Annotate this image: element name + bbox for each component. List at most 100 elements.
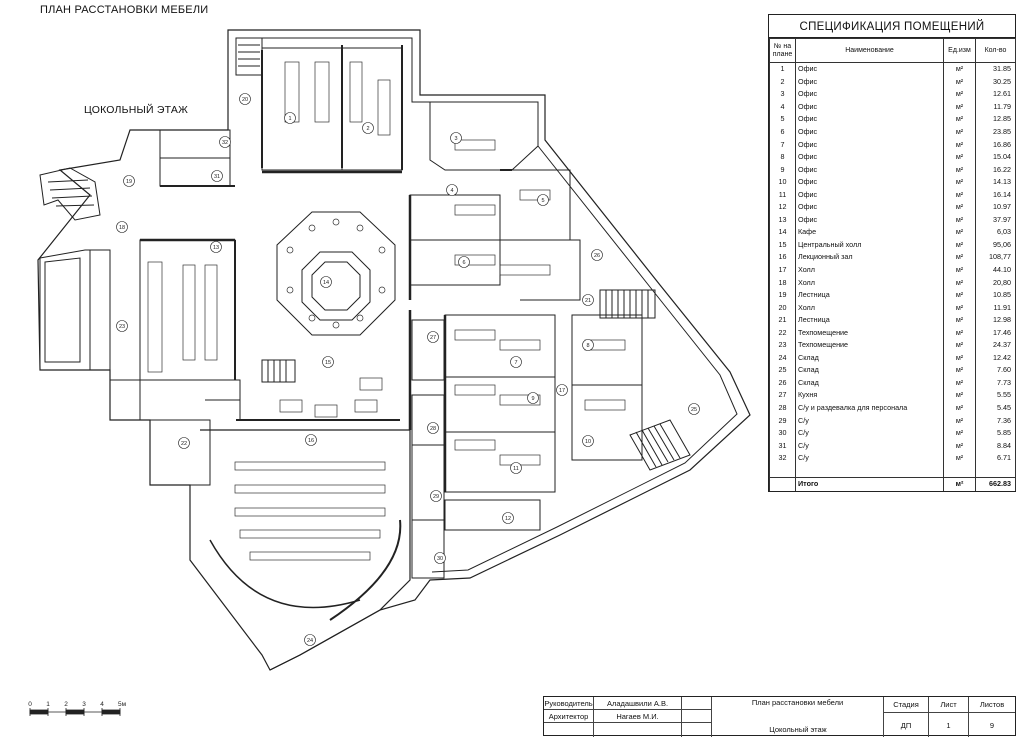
spec-unit: м² [943,288,976,302]
spec-qty: 12.85 [975,113,1016,126]
room-number: 14 [323,280,329,286]
spec-unit: м² [943,313,976,327]
room-marker [582,294,594,306]
spec-qty: 11.79 [975,100,1016,114]
spec-name: Офис [795,163,944,176]
room-marker [591,249,603,261]
sign-1 [682,697,712,710]
spec-qty: 5.55 [975,389,1016,402]
room-10-walls [571,384,643,461]
spec-unit: м² [943,339,976,352]
room-marker [305,434,317,446]
room-1-walls [261,47,343,171]
room-number: 8 [586,343,589,349]
spec-unit: м² [943,414,976,427]
spec-qty-total: 662.83 [975,477,1016,491]
spec-qty: 8.84 [975,439,1016,452]
spec-number: 7 [769,138,796,151]
room-2-walls [341,47,403,171]
spec-name: Офис [795,150,944,164]
spec-unit: м² [943,213,976,227]
spec-name: Техпомещение [795,339,944,352]
spec-number: 12 [769,201,796,214]
spec-number: 15 [769,238,796,252]
room-number: 11 [513,466,519,472]
spec-qty: 30.25 [975,75,1016,89]
room-marker [450,132,462,144]
spec-unit: м² [943,238,976,252]
room-22-walls [150,419,211,486]
spec-unit: м² [943,451,976,465]
room-29-walls [411,444,445,521]
room-marker [362,122,374,134]
outer-wall [37,29,751,671]
room-number: 26 [594,253,600,259]
spec-number: 9 [769,163,796,176]
lecture-seats [234,461,386,561]
room-number: 15 [325,360,331,366]
room-marker [688,403,700,415]
name-1: Аладашвили А.В. [594,697,682,710]
room-marker [284,112,296,124]
spec-number: 3 [769,88,796,101]
spec-name: С/у [795,414,944,427]
spec-number: 32 [769,451,796,465]
spec-qty: 23.85 [975,125,1016,139]
spec-name: С/у [795,439,944,452]
spec-qty: 12.98 [975,313,1016,327]
header-qty: Кол-во [975,38,1016,63]
spec-name: Лекционный зал [795,251,944,264]
spec-qty: 16.22 [975,163,1016,176]
sign-2 [682,710,712,723]
spec-number: 31 [769,439,796,452]
spec-number-total [769,477,796,491]
spec-unit: м² [943,351,976,365]
spec-qty [975,464,1016,478]
spec-name: Офис [795,175,944,189]
spec-number: 29 [769,414,796,427]
spec-name: Центральный холл [795,238,944,252]
sheet-label: Лист [929,697,969,713]
spec-qty: 10.97 [975,201,1016,214]
room-marker [123,175,135,187]
scale-bar [29,708,121,716]
spec-qty: 24.37 [975,339,1016,352]
room-marker [582,435,594,447]
spec-number: 18 [769,276,796,289]
room-marker [210,241,222,253]
room-marker [556,384,568,396]
room-marker [239,93,251,105]
room-12-walls [444,499,541,531]
room-32-walls [159,129,231,159]
spec-unit: м² [943,188,976,202]
room-marker [527,392,539,404]
spec-unit: м² [943,201,976,214]
spec-qty: 31.85 [975,62,1016,76]
spec-name: Склад [795,364,944,377]
room-number: 27 [430,335,436,341]
spec-unit: м² [943,75,976,89]
scale-tick-label: 4 [100,701,104,708]
spec-number: 13 [769,213,796,227]
stair-19 [39,167,101,221]
plan-title: ПЛАН РАССТАНОВКИ МЕБЕЛИ [40,4,209,16]
spec-name: Лестница [795,288,944,302]
room-number: 23 [119,324,125,330]
spec-number: 26 [769,376,796,390]
scale-tick-label: 0 [28,701,32,708]
room-marker [304,634,316,646]
room-number: 10 [585,439,591,445]
spec-number [769,464,796,478]
spec-unit: м² [943,439,976,452]
